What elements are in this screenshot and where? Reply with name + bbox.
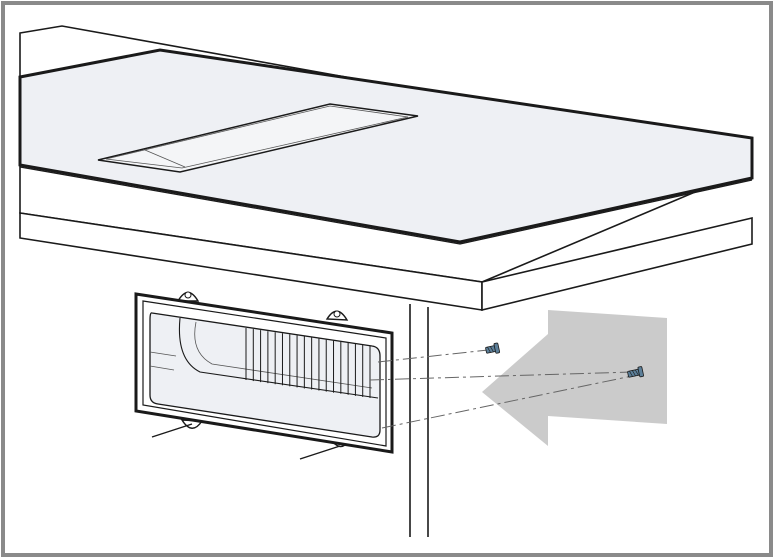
connector-grille (245, 328, 371, 398)
downdraft-vent-icon (97, 103, 419, 173)
guide-line-screw-left (377, 349, 489, 363)
connector-side-line (149, 351, 177, 357)
connector-tab-hole (184, 291, 192, 299)
connector-channel (178, 317, 379, 399)
vent-crease (144, 149, 186, 168)
cooktop-icon (18, 48, 754, 245)
countertop-side-edge (481, 216, 753, 312)
cooktop-underline (19, 166, 753, 245)
screw-icon (627, 366, 644, 378)
connector-channel-inner (194, 321, 373, 389)
duct-connector-icon (134, 291, 394, 454)
guide-line-upper (369, 371, 633, 381)
connector-opening (149, 312, 381, 438)
connector-flange-inner (142, 300, 387, 447)
pointer-line-right (299, 445, 341, 460)
connector-tab-hole (333, 310, 341, 318)
cabinet (409, 304, 429, 537)
vent-inner (105, 105, 409, 169)
guide-line-lower (381, 375, 633, 429)
vent-outer (97, 103, 419, 173)
connector-side-line (149, 365, 175, 371)
direction-arrow-icon (482, 310, 667, 446)
cooktop-glass (18, 48, 754, 244)
pointer-line-left (151, 423, 193, 438)
screw-icon (485, 342, 501, 354)
